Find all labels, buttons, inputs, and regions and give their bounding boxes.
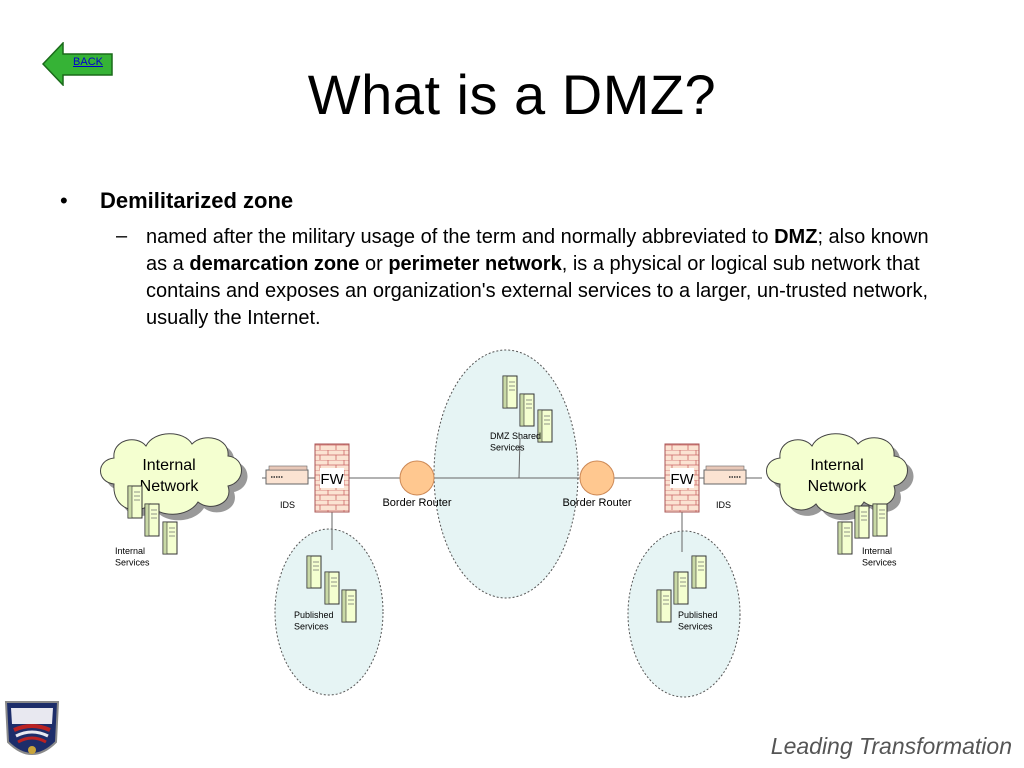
left-published-zone [274, 528, 384, 696]
command-emblem-logo [4, 701, 60, 755]
right-ids-label: IDS [716, 500, 731, 510]
dmz-link [518, 437, 521, 479]
right-firewall-label: FW [670, 471, 694, 488]
left-firewall-label-bg [320, 468, 344, 488]
bold-term: perimeter network [388, 253, 562, 275]
text-run: , is a physical or logical sub network t… [146, 253, 929, 329]
slide-title: What is a DMZ? [307, 63, 717, 126]
sub-bullet-marker: – [116, 225, 128, 247]
bold-term: DMZ [774, 226, 818, 248]
left-ids-device [265, 465, 309, 485]
bold-term: demarcation zone [189, 253, 360, 275]
right-border-router-label: Border Router [562, 497, 631, 509]
left-ids-label: IDS [280, 500, 295, 510]
bullet-heading: Demilitarized zone [100, 188, 294, 213]
right-ids-device [703, 465, 747, 485]
definition-paragraph: named after the military usage of the te… [146, 224, 946, 332]
right-border-router [579, 460, 615, 496]
back-button[interactable]: BACK [42, 42, 114, 86]
left-border-router-label: Border Router [382, 497, 451, 509]
text-run: or [359, 253, 389, 275]
back-arrow-icon [42, 42, 113, 86]
back-button-label: BACK [73, 56, 103, 68]
left-border-router [399, 460, 435, 496]
right-published-zone [627, 530, 741, 698]
text-run: named after the military usage of the te… [146, 226, 775, 248]
bullet-marker: • [60, 188, 68, 213]
right-firewall-label-bg [670, 468, 694, 488]
left-firewall-label: FW [320, 471, 344, 488]
text-run: ; also known as a [146, 226, 929, 275]
footer-tagline: Leading Transformation [770, 733, 1012, 759]
